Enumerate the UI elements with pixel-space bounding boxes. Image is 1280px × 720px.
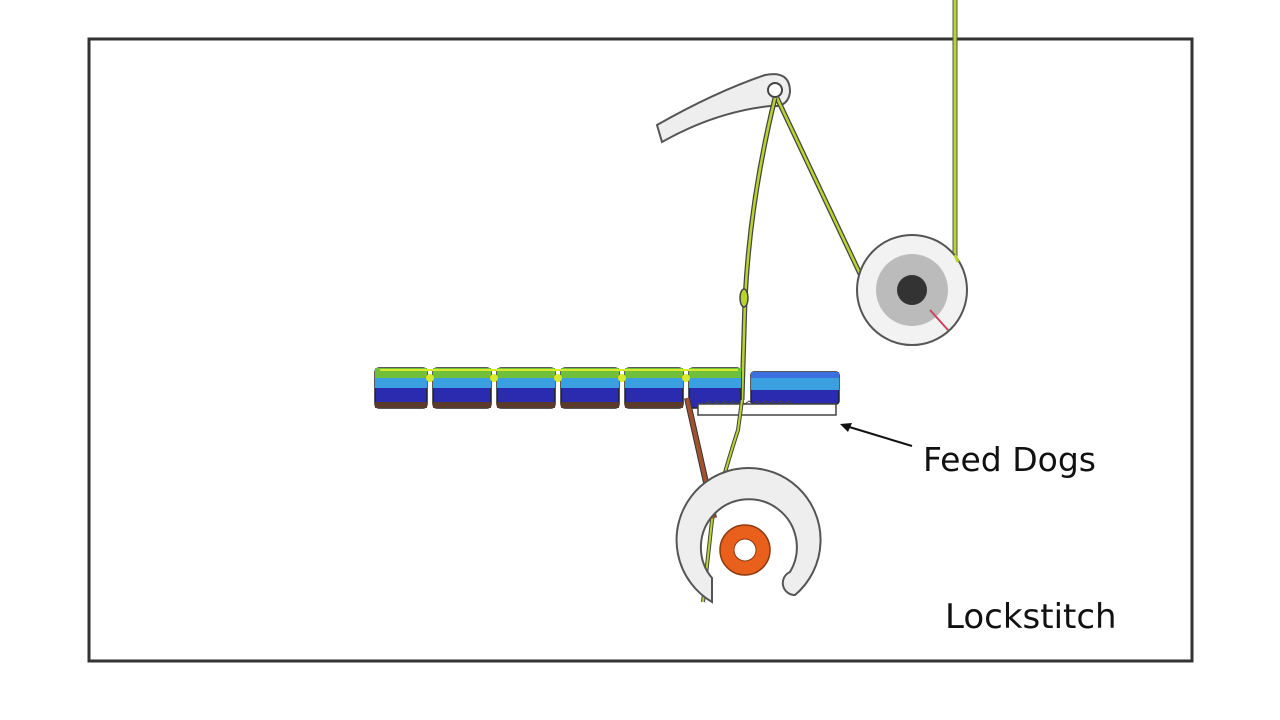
fabric-segment bbox=[374, 367, 428, 409]
feed-dogs-arrow bbox=[840, 423, 913, 447]
feed-dogs-label: Feed Dogs bbox=[923, 440, 1096, 479]
fabric-segment bbox=[624, 367, 684, 409]
thread-lever-to-needle-color bbox=[740, 97, 777, 401]
diagram-frame bbox=[87, 37, 1194, 663]
thread-lever-to-needle bbox=[739, 97, 778, 401]
needle-icon bbox=[739, 288, 749, 308]
feed-dogs-icon bbox=[697, 400, 837, 416]
thread-around-disc bbox=[953, 254, 960, 263]
fabric-unsewn bbox=[750, 371, 840, 405]
fabric-segment bbox=[432, 367, 492, 409]
diagram-title: Lockstitch bbox=[945, 597, 1117, 637]
take-up-lever-icon bbox=[655, 73, 792, 144]
tension-disc-icon bbox=[856, 234, 968, 346]
fabric-segment bbox=[560, 367, 620, 409]
thread-lever-to-disc-color bbox=[775, 97, 864, 279]
fabric-layers bbox=[374, 367, 840, 409]
bobbin-hook-icon bbox=[675, 466, 822, 604]
fabric-segment bbox=[496, 367, 556, 409]
stitch-knots bbox=[380, 369, 738, 382]
